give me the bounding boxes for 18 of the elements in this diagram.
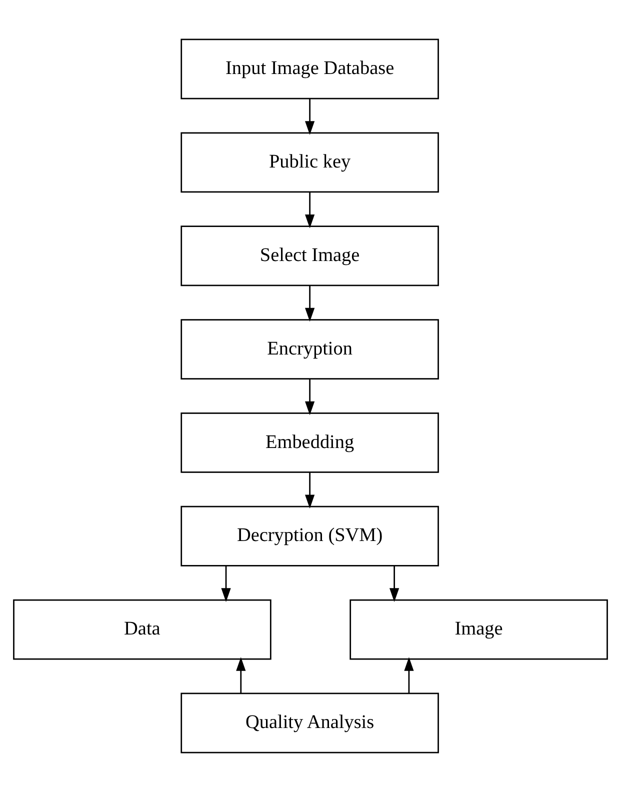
node-box: Image <box>350 598 608 660</box>
arrow <box>404 656 414 693</box>
arrow <box>305 378 315 415</box>
arrow <box>305 284 315 322</box>
arrow <box>389 565 400 602</box>
node-box: Encryption <box>180 318 439 380</box>
arrow <box>305 192 315 228</box>
arrow <box>305 98 315 134</box>
node-box: Select Image <box>180 225 439 286</box>
node-box: Quality Analysis <box>180 692 439 753</box>
node-box: Input Image Database <box>180 38 439 99</box>
arrow <box>221 565 231 602</box>
node-box: Decryption (SVM) <box>180 505 439 566</box>
node-box: Data <box>13 598 272 660</box>
node-box: Public key <box>180 132 439 192</box>
node-box: Embedding <box>180 412 439 472</box>
arrow <box>305 472 315 508</box>
arrow <box>236 656 246 693</box>
